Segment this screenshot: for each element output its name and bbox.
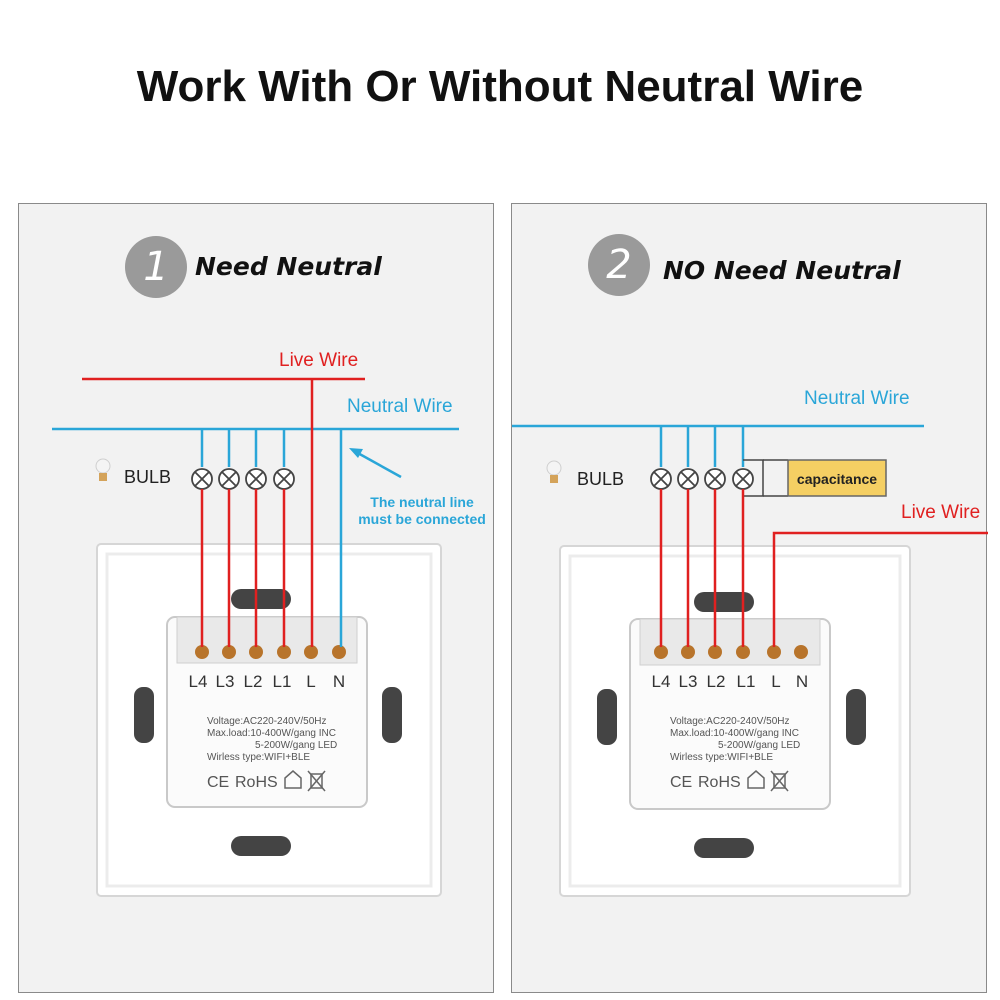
home-icon [747,770,765,789]
note-line1: The neutral line [370,494,474,510]
terminal-label-n: N [333,672,345,691]
mount-slot [597,689,617,745]
bulb-label: BULB [577,469,624,489]
terminal-label-l1: L1 [273,672,292,691]
bulb-icon [95,458,111,481]
lamp-symbol-icon [273,468,295,490]
capacitance-lead [743,459,764,497]
plate-inner-frame [568,554,902,888]
lamp-symbol-icon [704,468,726,490]
lamp-symbol-icon [218,468,240,490]
terminal-screws [195,645,346,659]
terminal-label-l3: L3 [216,672,235,691]
heading-no-need-neutral: NO Need Neutral [663,256,901,285]
cert-ce: CE [670,774,692,791]
spec-maxload: Max.load:10-400W/gang INC [670,728,799,739]
weee-bin-icon [307,770,326,792]
terminal-screw [681,645,695,659]
capacitance-label: capacitance [797,471,877,487]
mount-slot [694,592,754,612]
terminal-screw [222,645,236,659]
terminal-screw [249,645,263,659]
plate-inner-frame [105,552,433,888]
lamp-symbol-icon [677,468,699,490]
terminal-block [176,616,358,664]
bulb-icon [546,460,562,483]
spec-wireless: Wirless type:WIFI+BLE [207,752,310,763]
mount-slot [231,589,291,609]
mount-slot [382,687,402,743]
spec-led: 5-200W/gang LED [255,740,337,751]
terminal-label-l2: L2 [707,672,726,691]
cert-rohs: RoHS [698,774,741,791]
terminal-screw [195,645,209,659]
arrow-icon [349,448,402,479]
terminal-label-l: L [306,672,315,691]
terminal-label-l2: L2 [244,672,263,691]
lamp-symbol-icon [191,468,213,490]
heading-need-neutral: Need Neutral [195,252,382,281]
spec-led: 5-200W/gang LED [718,740,800,751]
panel-need-neutral: 1 Need Neutral L4 L3 L2 L1 L N Volta [18,203,494,993]
step-badge-2: 2 [588,234,650,296]
terminal-screw [736,645,750,659]
note-line2: must be connected [358,511,486,527]
terminal-screw [654,645,668,659]
terminal-screw [794,645,808,659]
spec-maxload: Max.load:10-400W/gang INC [207,728,336,739]
neutral-wire-label: Neutral Wire [804,388,910,409]
weee-bin-icon [770,770,789,792]
live-wire-label: Live Wire [279,350,358,371]
wiring-diagram-need-neutral: L4 L3 L2 L1 L N Voltage:AC220-240V/50Hz … [52,350,486,897]
mount-slot [846,689,866,745]
bulb-label: BULB [124,467,171,487]
live-wire-to-l-terminal [772,531,988,647]
home-icon [284,770,302,789]
terminal-label-l3: L3 [679,672,698,691]
terminal-screw [708,645,722,659]
terminal-label-n: N [796,672,808,691]
mount-slot [694,838,754,858]
terminal-label-l1: L1 [737,672,756,691]
page-title: Work With Or Without Neutral Wire [136,62,864,111]
terminal-screw [277,645,291,659]
lamp-symbol-icon [650,468,672,490]
cert-rohs: RoHS [235,774,278,791]
terminal-screw [304,645,318,659]
panel-no-need-neutral: 2 NO Need Neutral L4 L3 L2 L1 L N Vo [511,203,988,993]
terminal-label-l: L [771,672,780,691]
terminal-screw [332,645,346,659]
terminal-label-l4: L4 [652,672,671,691]
mount-slot [231,836,291,856]
wiring-diagram-no-neutral: L4 L3 L2 L1 L N Voltage:AC220-240V/50Hz … [512,388,988,897]
mount-slot [134,687,154,743]
spec-voltage: Voltage:AC220-240V/50Hz [207,716,327,727]
lamp-symbol-icon [732,468,754,490]
live-wire-label: Live Wire [901,502,980,523]
terminal-label-l4: L4 [189,672,208,691]
spec-voltage: Voltage:AC220-240V/50Hz [670,716,790,727]
step-badge-1: 1 [125,236,187,298]
terminal-screws [654,645,808,659]
terminal-screw [767,645,781,659]
cert-ce: CE [207,774,229,791]
spec-wireless: Wirless type:WIFI+BLE [670,752,773,763]
lamp-symbol-icon [245,468,267,490]
terminal-block [639,618,821,666]
capacitance-box [787,459,887,497]
neutral-wire-label: Neutral Wire [347,396,453,417]
